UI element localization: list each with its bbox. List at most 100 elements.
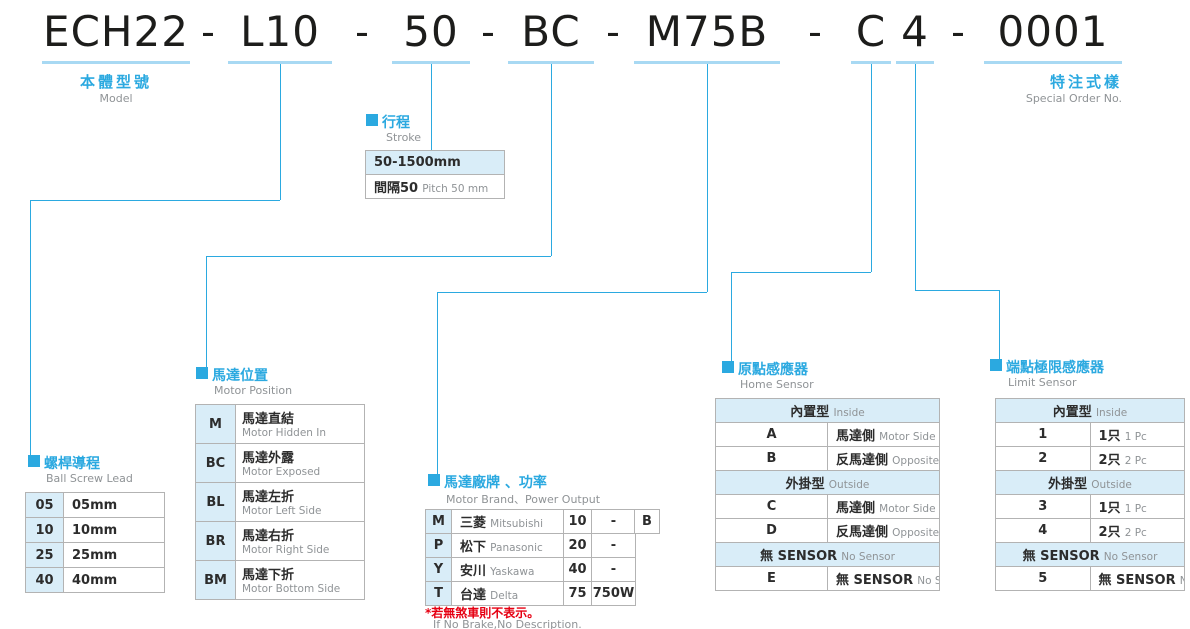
table-row: 25 25mm	[25, 542, 165, 568]
table-row: 3 1只 1 Pc	[995, 494, 1185, 519]
limit-sensor-table: 內置型 Inside 1 1只 1 Pc 2 2只 2 Pc 外掛型 Outsi…	[995, 398, 1185, 591]
table-row: 間隔50 Pitch 50 mm	[365, 174, 505, 199]
code-cell: 25	[25, 542, 64, 568]
connector-motor-position-vertical-2	[206, 256, 207, 367]
stroke-label-en: Stroke	[386, 131, 422, 144]
code-separator: -	[481, 10, 495, 54]
code-limit-sensor: 4	[896, 6, 934, 64]
power-cell: -	[591, 557, 636, 582]
connector-stroke-vertical	[431, 64, 432, 150]
code-text: BC	[521, 7, 581, 56]
value-en: Opposite Motor Side	[892, 455, 940, 467]
model-label-zh: 本體型號	[79, 73, 152, 91]
value-en: Motor Side	[879, 431, 936, 443]
value-zh: 馬達右折	[242, 528, 295, 544]
group-header-cell: 無 SENSOR No Sensor	[715, 542, 940, 567]
value-zh: 2只	[1098, 453, 1121, 468]
table-row: A 馬達側 Motor Side	[715, 422, 940, 447]
value-cell: 無 SENSOR No Sensor	[1089, 566, 1185, 591]
section-marker-icon	[990, 359, 1002, 371]
code-underline	[984, 61, 1122, 64]
value-cell: 馬達下折 Motor Bottom Side	[235, 560, 365, 600]
motor-position-label-zh: 馬達位置	[212, 368, 268, 384]
brand-en: Delta	[490, 590, 519, 602]
table-row: 1 1只 1 Pc	[995, 422, 1185, 447]
code-cell: BM	[195, 560, 236, 600]
value-en: 2 Pc	[1124, 455, 1147, 467]
model-label-en: Model	[99, 92, 133, 105]
code-text: L10	[240, 7, 320, 56]
motor-brand-label-en: Motor Brand、Power Output	[446, 493, 601, 506]
value-en: 1 Pc	[1124, 503, 1147, 515]
code-motor-position: BC	[508, 6, 594, 64]
brand-zh: 安川	[460, 564, 487, 579]
group-header-row: 無 SENSOR No Sensor	[715, 542, 940, 567]
code-cell: P	[425, 533, 452, 558]
code-separator: -	[808, 10, 822, 54]
value-cell: 1只 1 Pc	[1089, 422, 1185, 447]
value-en: 2 Pc	[1124, 527, 1147, 539]
motor-position-table: M 馬達直結 Motor Hidden In BC 馬達外露 Motor Exp…	[195, 404, 365, 600]
value-en: Motor Right Side	[242, 543, 330, 556]
power-code-cell: 40	[563, 557, 592, 582]
special-order-label-en: Special Order No.	[1025, 92, 1122, 105]
brand-zh: 三菱	[460, 516, 487, 531]
code-cell: 3	[995, 494, 1091, 519]
code-underline	[42, 61, 190, 64]
table-row: 05 05mm	[25, 492, 165, 518]
connector-limit-sensor-vertical	[915, 64, 916, 290]
code-cell: Y	[425, 557, 452, 582]
group-header-cell: 內置型 Inside	[995, 398, 1185, 423]
connector-home-sensor-vertical	[871, 64, 872, 272]
header-en: Inside	[1095, 407, 1128, 419]
code-underline	[634, 61, 780, 64]
connector-limit-sensor-vertical-2	[999, 290, 1000, 359]
value-zh: 反馬達側	[836, 525, 889, 540]
brand-cell: 台達 Delta	[451, 581, 564, 606]
value-en: Motor Side	[879, 503, 936, 515]
value-cell: 馬達右折 Motor Right Side	[235, 521, 365, 561]
ball-screw-lead-label-zh: 螺桿導程	[44, 456, 100, 472]
power-cell: -	[591, 509, 636, 534]
value-zh: 2只	[1098, 525, 1121, 540]
brake-note-zh: *若無煞車則不表示。	[425, 606, 540, 620]
value-zh: 無 SENSOR	[836, 573, 914, 588]
brand-en: Mitsubishi	[490, 518, 543, 530]
brand-cell: 三菱 Mitsubishi	[451, 509, 564, 534]
value-zh: 馬達下折	[242, 567, 295, 583]
value-cell: 10mm	[63, 517, 165, 543]
value-en: No Sensor	[917, 575, 938, 587]
stroke-pitch-en: Pitch 50 mm	[422, 183, 489, 195]
value-zh: 馬達左折	[242, 489, 295, 505]
value-cell: 40mm	[63, 567, 165, 593]
code-separator: -	[355, 10, 369, 54]
header-en: No Sensor	[841, 551, 895, 563]
code-home-sensor: C	[851, 6, 891, 64]
connector-home-sensor-horizontal	[731, 272, 871, 273]
code-cell: M	[425, 509, 452, 534]
value-zh: 1只	[1098, 429, 1121, 444]
connector-motor-brand-vertical	[707, 64, 708, 292]
table-row: BM 馬達下折 Motor Bottom Side	[195, 560, 365, 600]
section-marker-icon	[428, 474, 440, 486]
stroke-pitch-cell: 間隔50 Pitch 50 mm	[365, 174, 505, 199]
code-underline	[392, 61, 470, 64]
code-motor-brand-power: M75B	[634, 6, 780, 64]
group-header-cell: 外掛型 Outside	[995, 470, 1185, 495]
group-header-cell: 外掛型 Outside	[715, 470, 940, 495]
header-zh: 內置型	[790, 405, 830, 420]
connector-motor-brand-horizontal	[437, 292, 707, 293]
code-separator: -	[201, 10, 215, 54]
code-cell: 1	[995, 422, 1091, 447]
connector-motor-position-horizontal	[206, 256, 551, 257]
header-zh: 無 SENSOR	[1022, 549, 1100, 564]
brand-zh: 松下	[460, 540, 487, 555]
code-cell: 5	[995, 566, 1091, 591]
connector-lead-horizontal	[30, 200, 280, 201]
value-zh: 馬達側	[836, 429, 876, 444]
brake-code-cell: B	[634, 509, 660, 534]
value-en: Opposite Motor Side	[892, 527, 940, 539]
code-underline	[228, 61, 332, 64]
table-row: BR 馬達右折 Motor Right Side	[195, 521, 365, 561]
code-text: 0001	[997, 7, 1109, 56]
